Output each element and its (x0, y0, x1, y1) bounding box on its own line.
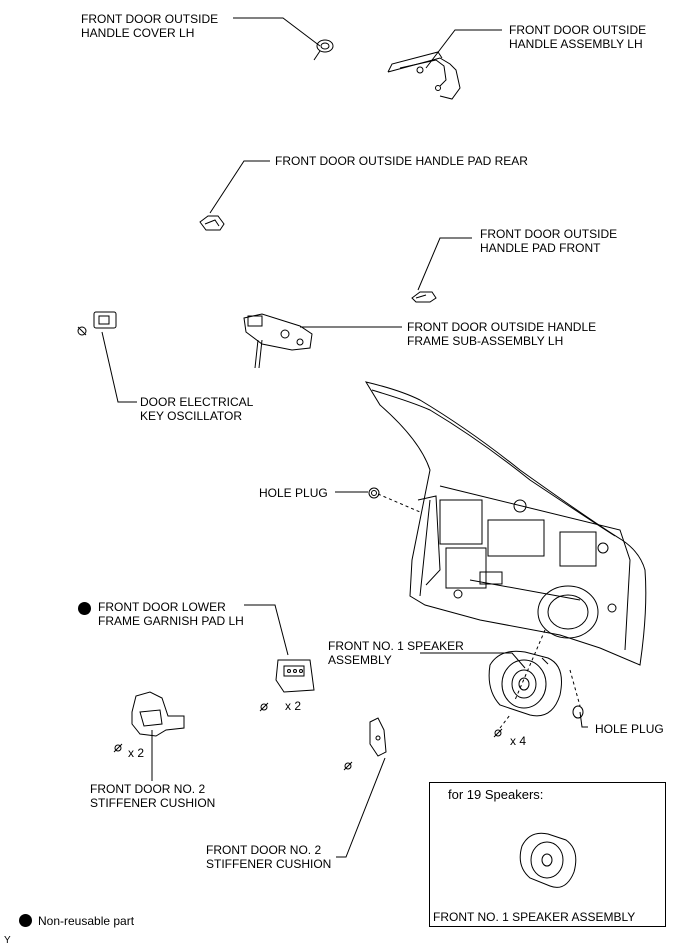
label-handle-cover: FRONT DOOR OUTSIDE HANDLE COVER LH (81, 12, 218, 40)
stiffener-center-part (369, 717, 387, 757)
label-key-oscillator: DOOR ELECTRICAL KEY OSCILLATOR (140, 395, 253, 423)
guide-hole-plug-upper (377, 493, 421, 513)
garnish-pad-screw (259, 702, 269, 712)
label-line: FRONT NO. 1 SPEAKER (328, 639, 464, 653)
label-line: FRONT DOOR OUTSIDE (81, 12, 219, 26)
label-line: FRONT DOOR OUTSIDE (509, 23, 647, 37)
label-speaker-assembly: FRONT NO. 1 SPEAKER ASSEMBLY (328, 639, 464, 667)
guide-speaker (514, 629, 546, 701)
leader-handle-pad-front (417, 237, 472, 291)
qty-stiffener-left-screws: x 2 (128, 746, 145, 760)
inset-speaker-part (519, 832, 577, 888)
label-stiffener-center: FRONT DOOR NO. 2 STIFFENER CUSHION (206, 843, 331, 871)
handle-assembly-part (387, 51, 461, 100)
leader-handle-assembly (425, 29, 502, 69)
hole-plug-lower-part (572, 705, 584, 719)
leader-handle-cover (233, 17, 321, 47)
label-line: HANDLE COVER LH (81, 26, 195, 40)
handle-cover-part (313, 39, 334, 61)
speaker-part (488, 650, 562, 717)
label-stiffener-left: FRONT DOOR NO. 2 STIFFENER CUSHION (90, 782, 215, 810)
label-handle-pad-front: FRONT DOOR OUTSIDE HANDLE PAD FRONT (480, 227, 617, 255)
label-line: HANDLE PAD FRONT (480, 241, 601, 255)
inset-title: for 19 Speakers: (448, 787, 544, 802)
leader-stiffener-center (336, 757, 386, 858)
label-line: DOOR ELECTRICAL (140, 395, 254, 409)
key-oscillator-part (77, 311, 117, 336)
qty-speaker-screws: x 4 (510, 734, 527, 748)
label-garnish-pad: FRONT DOOR LOWER FRAME GARNISH PAD LH (98, 600, 244, 628)
garnish-pad-part (275, 659, 315, 693)
speaker-screw (493, 728, 503, 738)
stiffener-left-screw (113, 743, 123, 753)
label-line: ASSEMBLY (328, 653, 392, 667)
hole-plug-upper-part (368, 487, 380, 499)
legend-non-reusable-marker (19, 914, 32, 927)
label-line: FRONT DOOR OUTSIDE HANDLE (407, 320, 597, 334)
leader-handle-pad-rear (209, 160, 270, 214)
label-handle-pad-rear: FRONT DOOR OUTSIDE HANDLE PAD REAR (275, 154, 528, 168)
inset-box (429, 782, 666, 927)
stiffener-left-part (131, 691, 185, 737)
stiffener-center-screw (343, 761, 353, 771)
figure-code: Y (4, 935, 11, 946)
non-reusable-marker (78, 602, 91, 615)
label-line: HANDLE ASSEMBLY LH (509, 37, 643, 51)
guide-speaker-screw (499, 714, 511, 729)
leader-garnish-pad (244, 604, 289, 656)
leader-speaker (420, 652, 526, 669)
door-inner-panel (364, 381, 647, 666)
guide-hole-plug-lower (569, 669, 581, 707)
label-line: FRONT DOOR NO. 2 (90, 782, 206, 796)
leader-key-oscillator (101, 331, 137, 403)
label-line: STIFFENER CUSHION (90, 796, 216, 810)
label-hole-plug-upper: HOLE PLUG (259, 486, 328, 500)
label-line: KEY OSCILLATOR (140, 409, 243, 423)
label-line: FRAME SUB-ASSEMBLY LH (407, 334, 564, 348)
label-hole-plug-lower: HOLE PLUG (595, 722, 664, 736)
handle-frame-part (243, 313, 313, 369)
handle-pad-front-part (411, 291, 437, 303)
label-line: FRONT DOOR OUTSIDE (480, 227, 618, 241)
label-line: STIFFENER CUSHION (206, 857, 332, 871)
label-line: FRAME GARNISH PAD LH (98, 614, 244, 628)
label-handle-frame: FRONT DOOR OUTSIDE HANDLE FRAME SUB-ASSE… (407, 320, 596, 348)
label-line: FRONT DOOR NO. 2 (206, 843, 322, 857)
handle-pad-rear-part (199, 215, 225, 231)
inset-caption: FRONT NO. 1 SPEAKER ASSEMBLY (433, 910, 636, 924)
label-handle-assembly: FRONT DOOR OUTSIDE HANDLE ASSEMBLY LH (509, 23, 646, 51)
label-line: FRONT DOOR LOWER (98, 600, 226, 614)
legend-non-reusable-text: Non-reusable part (38, 914, 135, 928)
leader-hole-plug-lower (579, 711, 588, 728)
qty-garnish-screws: x 2 (285, 699, 302, 713)
